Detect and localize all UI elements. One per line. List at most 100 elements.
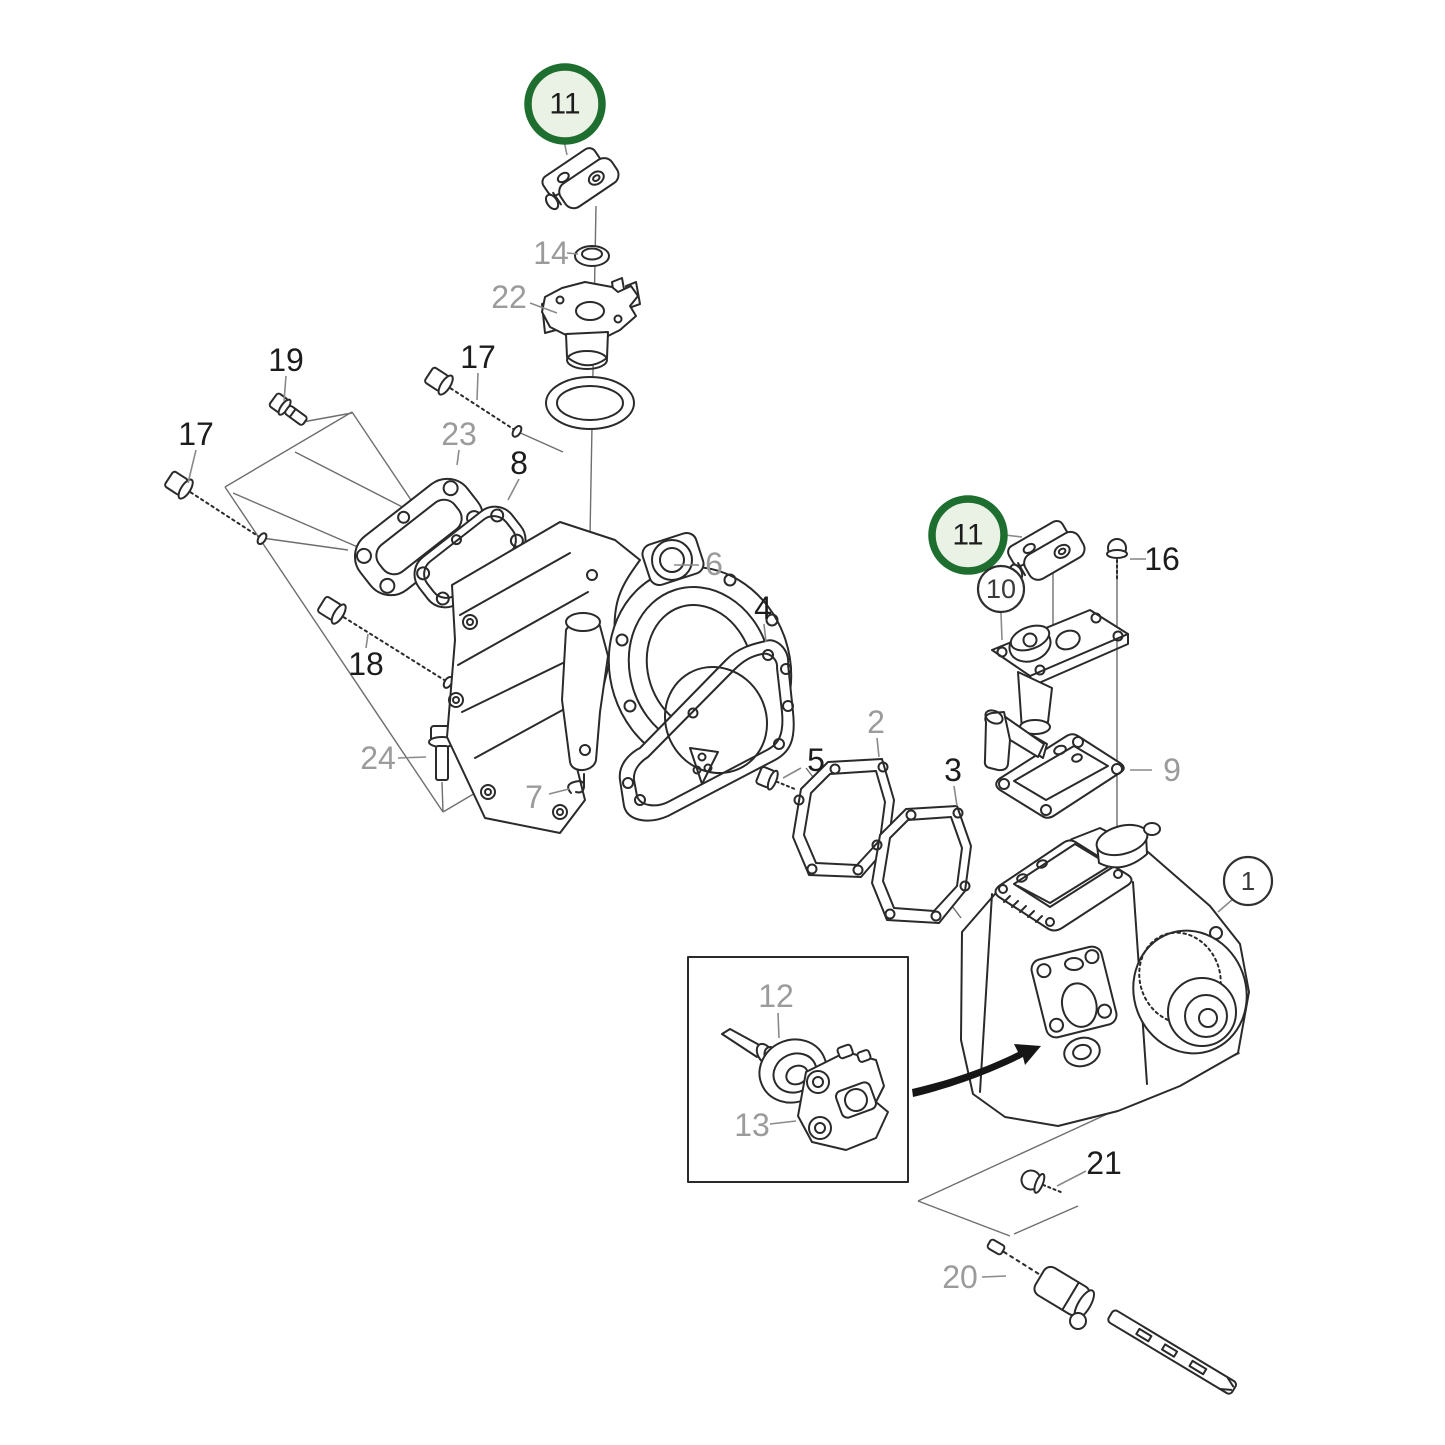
part-22-flange bbox=[541, 277, 641, 370]
part-label-4[interactable]: 4 bbox=[754, 590, 772, 643]
leader-line bbox=[548, 788, 570, 795]
leader-line bbox=[1000, 612, 1003, 641]
part-number-text[interactable]: 1 bbox=[1241, 866, 1255, 896]
leader-line bbox=[566, 252, 579, 255]
bolt-19 bbox=[268, 392, 308, 426]
part-number-text[interactable]: 16 bbox=[1144, 541, 1180, 577]
leader-line bbox=[1056, 1170, 1087, 1187]
part-7-clip bbox=[567, 780, 586, 794]
part-label-22[interactable]: 22 bbox=[491, 279, 558, 315]
part-label-13[interactable]: 13 bbox=[734, 1107, 797, 1143]
part-number-text[interactable]: 18 bbox=[348, 646, 384, 682]
part-number-text[interactable]: 17 bbox=[178, 416, 214, 452]
part-number-text[interactable]: 21 bbox=[1086, 1145, 1122, 1181]
part-label-12[interactable]: 12 bbox=[758, 978, 794, 1039]
leader-line bbox=[981, 1275, 1007, 1278]
part-number-text[interactable]: 14 bbox=[533, 235, 569, 271]
part-label-3[interactable]: 3 bbox=[944, 752, 962, 807]
screw-17-left bbox=[164, 470, 268, 546]
part-number-text[interactable]: 23 bbox=[441, 416, 477, 452]
guide-line bbox=[515, 430, 564, 453]
part-number-text[interactable]: 20 bbox=[942, 1259, 978, 1295]
guide-line bbox=[441, 781, 444, 813]
part-label-24[interactable]: 24 bbox=[360, 740, 427, 776]
part-number-text[interactable]: 7 bbox=[525, 779, 543, 815]
part-label-10[interactable]: 10 bbox=[976, 564, 1026, 641]
part-label-18[interactable]: 18 bbox=[348, 633, 384, 682]
part-number-text[interactable]: 10 bbox=[986, 574, 1016, 604]
part-label-14[interactable]: 14 bbox=[533, 235, 579, 271]
part-number-text[interactable]: 11 bbox=[952, 519, 983, 552]
part-label-19[interactable]: 19 bbox=[268, 342, 304, 402]
part-12-shaft bbox=[721, 1028, 828, 1104]
part-label-8[interactable]: 8 bbox=[507, 445, 528, 501]
leader-line bbox=[777, 1012, 780, 1039]
part-label-11-top[interactable]: 11 bbox=[524, 63, 606, 156]
part-label-17-left[interactable]: 17 bbox=[178, 416, 214, 484]
part-number-text[interactable]: 22 bbox=[491, 279, 527, 315]
part-label-5[interactable]: 5 bbox=[782, 742, 825, 779]
part-label-16[interactable]: 16 bbox=[1130, 541, 1180, 577]
part-11-bracket-top bbox=[541, 147, 620, 211]
callout-circle[interactable] bbox=[976, 564, 1026, 614]
part-label-23[interactable]: 23 bbox=[441, 416, 477, 466]
highlight-callout-circle[interactable] bbox=[524, 63, 606, 145]
part-number-text[interactable]: 13 bbox=[734, 1107, 770, 1143]
part-label-20[interactable]: 20 bbox=[942, 1259, 1007, 1295]
part-label-11-right[interactable]: 11 bbox=[928, 495, 1023, 575]
part-label-7[interactable]: 7 bbox=[525, 779, 570, 815]
part-4-gasket bbox=[618, 639, 795, 822]
bolt-21 bbox=[1020, 1169, 1064, 1194]
part-13-bracket bbox=[797, 1043, 889, 1151]
leader-line bbox=[365, 633, 369, 649]
part-number-text[interactable]: 4 bbox=[754, 590, 772, 626]
part-number-text[interactable]: 6 bbox=[705, 546, 723, 582]
part-number-text[interactable]: 17 bbox=[460, 339, 496, 375]
bolt-5 bbox=[755, 766, 796, 791]
leader-line bbox=[953, 785, 958, 807]
part-number-text[interactable]: 3 bbox=[944, 752, 962, 788]
leader-line bbox=[1217, 898, 1234, 913]
part-label-17-upper[interactable]: 17 bbox=[460, 339, 496, 401]
part-20-control-rack bbox=[986, 1238, 1237, 1395]
highlight-callout-circle[interactable] bbox=[928, 495, 1008, 575]
part-number-text[interactable]: 5 bbox=[807, 742, 825, 778]
part-number-text[interactable]: 12 bbox=[758, 978, 794, 1014]
guide-line bbox=[917, 1200, 1011, 1237]
part-number-text[interactable]: 19 bbox=[268, 342, 304, 378]
leader-line bbox=[769, 1120, 797, 1125]
callout-circle[interactable] bbox=[1222, 855, 1274, 907]
leader-line bbox=[529, 302, 558, 314]
part-15-oring bbox=[545, 376, 635, 430]
guide-line bbox=[1013, 1205, 1079, 1235]
part-label-21[interactable]: 21 bbox=[1056, 1145, 1122, 1187]
guide-line bbox=[261, 537, 349, 551]
leader-line bbox=[456, 449, 460, 466]
part-3-gasket bbox=[871, 805, 972, 924]
screw-17-upper bbox=[424, 366, 523, 438]
leader-line bbox=[507, 478, 520, 501]
part-number-text[interactable]: 24 bbox=[360, 740, 396, 776]
bolt-16 bbox=[1106, 538, 1128, 581]
leader-line bbox=[876, 737, 880, 758]
leader-line bbox=[1004, 534, 1023, 538]
part-1-pump-body bbox=[960, 822, 1250, 1127]
leader-line bbox=[283, 375, 287, 402]
part-number-text[interactable]: 8 bbox=[510, 445, 528, 481]
part-10-solenoid bbox=[983, 609, 1129, 772]
leader-line bbox=[782, 767, 802, 779]
part-number-text[interactable]: 2 bbox=[867, 704, 885, 740]
part-number-text[interactable]: 11 bbox=[549, 88, 580, 121]
part-label-2[interactable]: 2 bbox=[867, 704, 885, 758]
leader-line bbox=[397, 756, 427, 759]
part-number-text[interactable]: 9 bbox=[1163, 752, 1181, 788]
leader-line bbox=[187, 449, 197, 484]
pointer-arrow bbox=[912, 1044, 1041, 1097]
part-2-cover bbox=[792, 758, 895, 878]
part-label-9[interactable]: 9 bbox=[1130, 752, 1181, 788]
part-label-6[interactable]: 6 bbox=[674, 546, 723, 582]
part-label-1[interactable]: 1 bbox=[1217, 855, 1274, 913]
